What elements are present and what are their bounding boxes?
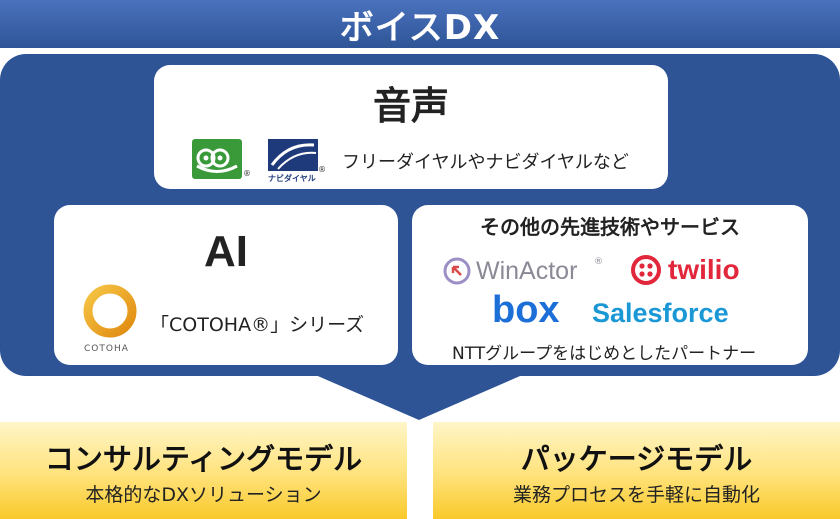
- navidial-icon: [268, 139, 318, 171]
- salesforce-logo: Salesforce: [592, 298, 729, 328]
- twilio-icon: [631, 255, 661, 285]
- winactor-logo: WinActor: [476, 257, 578, 285]
- navidial-reg-mark: ®: [318, 165, 326, 174]
- cotoha-series-label: 「COTOHA®」シリーズ: [150, 314, 365, 336]
- box-logo: box: [492, 289, 560, 331]
- navidial-logo-text: ナビダイヤル: [268, 174, 316, 183]
- package-model-subtitle: 業務プロセスを手軽に自動化: [512, 484, 760, 506]
- voice-card: 音声 ® ナビダイヤル ® フリーダイヤルやナビダイヤルなど: [154, 65, 668, 189]
- ai-title: AI: [204, 227, 248, 276]
- consulting-model-title: コンサルティングモデル: [44, 442, 363, 476]
- freedial-reg-mark: ®: [243, 169, 251, 178]
- other-tech-card: その他の先進技術やサービス WinActor ® twilio box Sale…: [412, 205, 808, 365]
- down-arrow-icon: [304, 370, 534, 420]
- twilio-logo: twilio: [668, 254, 740, 285]
- page-title: ボイスDX: [339, 7, 501, 48]
- package-model-title: パッケージモデル: [520, 442, 753, 476]
- voice-description: フリーダイヤルやナビダイヤルなど: [342, 152, 629, 173]
- voice-title: 音声: [372, 84, 449, 128]
- freedial-icon: [196, 148, 238, 173]
- winactor-reg-mark: ®: [594, 257, 603, 267]
- cotoha-logo-text: COTOHA: [84, 344, 129, 354]
- partner-note: NTTグループをはじめとしたパートナー: [452, 344, 757, 364]
- header-bar: ボイスDX: [0, 0, 840, 48]
- other-tech-title: その他の先進技術やサービス: [480, 215, 740, 239]
- freedial-logo: [192, 139, 242, 179]
- cotoha-ring-icon: [83, 284, 137, 338]
- consulting-model-box: コンサルティングモデル 本格的なDXソリューション: [0, 422, 407, 519]
- navidial-logo: ナビダイヤル ®: [268, 139, 326, 185]
- package-model-box: パッケージモデル 業務プロセスを手軽に自動化: [433, 422, 840, 519]
- winactor-icon: [443, 257, 471, 285]
- consulting-model-subtitle: 本格的なDXソリューション: [85, 484, 322, 506]
- ai-card: AI COTOHA 「COTOHA®」シリーズ: [54, 205, 398, 365]
